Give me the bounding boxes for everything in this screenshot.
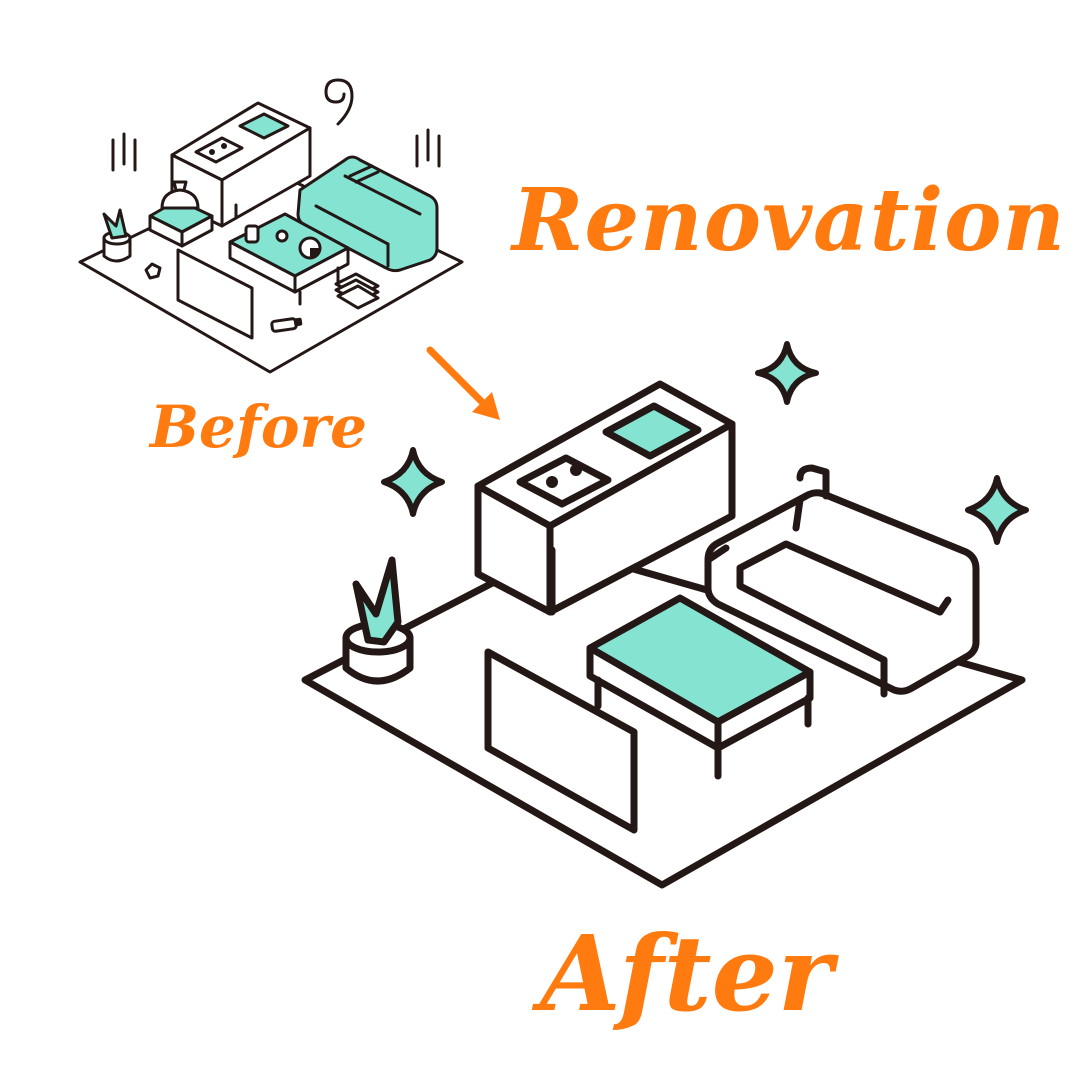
before-bottle (270, 317, 303, 333)
before-trash (144, 262, 162, 280)
after-plant (342, 556, 414, 685)
sparkle-icon-1 (755, 341, 819, 405)
before-room (78, 78, 464, 374)
after-room (301, 380, 1026, 889)
before-books (334, 272, 380, 310)
before-coffee-table (228, 212, 350, 306)
before-label: Before (150, 393, 368, 461)
after-coffee-table (586, 594, 814, 780)
after-tv (484, 648, 638, 834)
sparkle-icon-2 (381, 447, 445, 517)
before-kitchen-counter (170, 101, 312, 228)
dust-swirl-icon (324, 78, 354, 126)
after-label: After (540, 912, 833, 1035)
shake-lines-icon (111, 128, 441, 172)
after-sofa (704, 464, 980, 698)
after-floor (301, 544, 1026, 889)
before-sofa (296, 155, 439, 273)
after-kitchen-counter (474, 380, 736, 616)
sparkle-icon-3 (965, 475, 1029, 545)
before-box (148, 180, 214, 248)
before-plant (102, 208, 132, 263)
arrow-down-right-icon (426, 346, 500, 420)
title-label: Renovation (512, 170, 1067, 271)
before-tv (176, 248, 254, 340)
